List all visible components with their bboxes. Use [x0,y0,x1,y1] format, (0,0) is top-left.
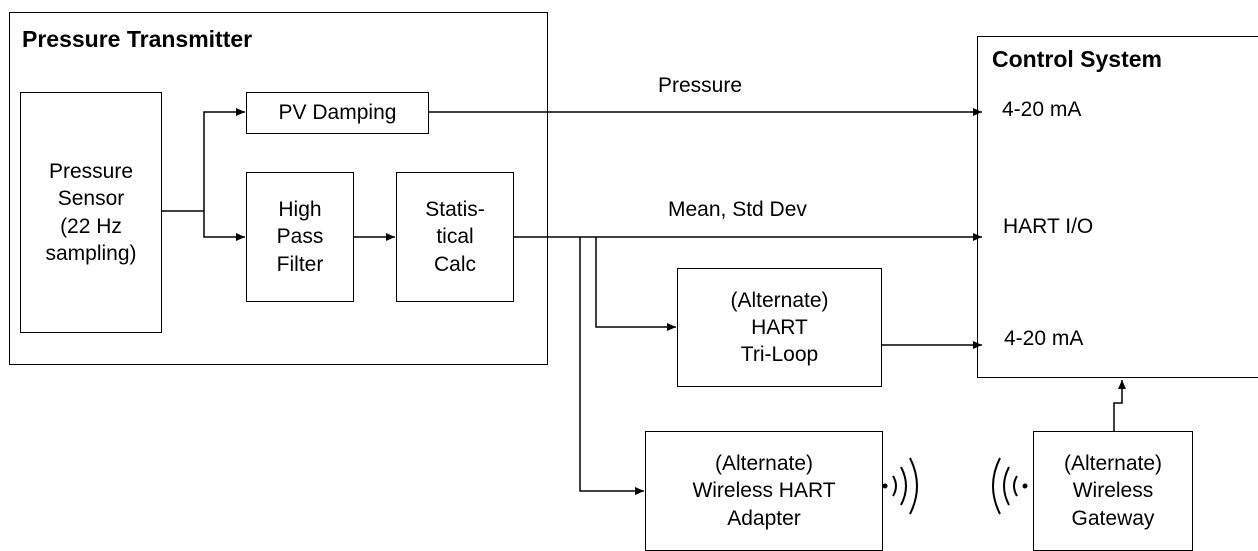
hart-tri-loop-label: (Alternate) HART Tri-Loop [730,288,829,367]
pv-damping-block: PV Damping [246,92,429,134]
wireless-gateway-label: (Alternate) Wireless Gateway [1063,452,1163,530]
wireless-hart-adapter-label: (Alternate) Wireless HART Adapter [692,452,836,530]
high-pass-filter-label: High Pass Filter [276,198,324,276]
hart-tri-loop-block: (Alternate) HART Tri-Loop [677,268,882,387]
statistical-calc-block: Statis- tical Calc [396,172,514,302]
control-system-hart-io: HART I/O [1003,215,1094,238]
wireless-gateway-block: (Alternate) Wireless Gateway [1033,431,1193,551]
pressure-transmitter-title: Pressure Transmitter [22,26,253,52]
control-system-4-20ma-bottom: 4-20 mA [1004,327,1084,350]
control-system-4-20ma-top: 4-20 mA [1002,98,1082,121]
control-system-title: Control System [992,46,1162,72]
mean-std-dev-signal-label: Mean, Std Dev [668,198,807,221]
pressure-sensor-block: Pressure Sensor (22 Hz sampling) [20,92,162,333]
high-pass-filter-block: High Pass Filter [246,172,354,302]
wireless-hart-adapter-block: (Alternate) Wireless HART Adapter [645,431,883,551]
pv-damping-label: PV Damping [278,101,397,125]
pressure-signal-label: Pressure [658,74,743,97]
control-system-box [977,36,1258,378]
statistical-calc-label: Statis- tical Calc [425,198,485,276]
pressure-sensor-label: Pressure Sensor (22 Hz sampling) [45,159,137,265]
